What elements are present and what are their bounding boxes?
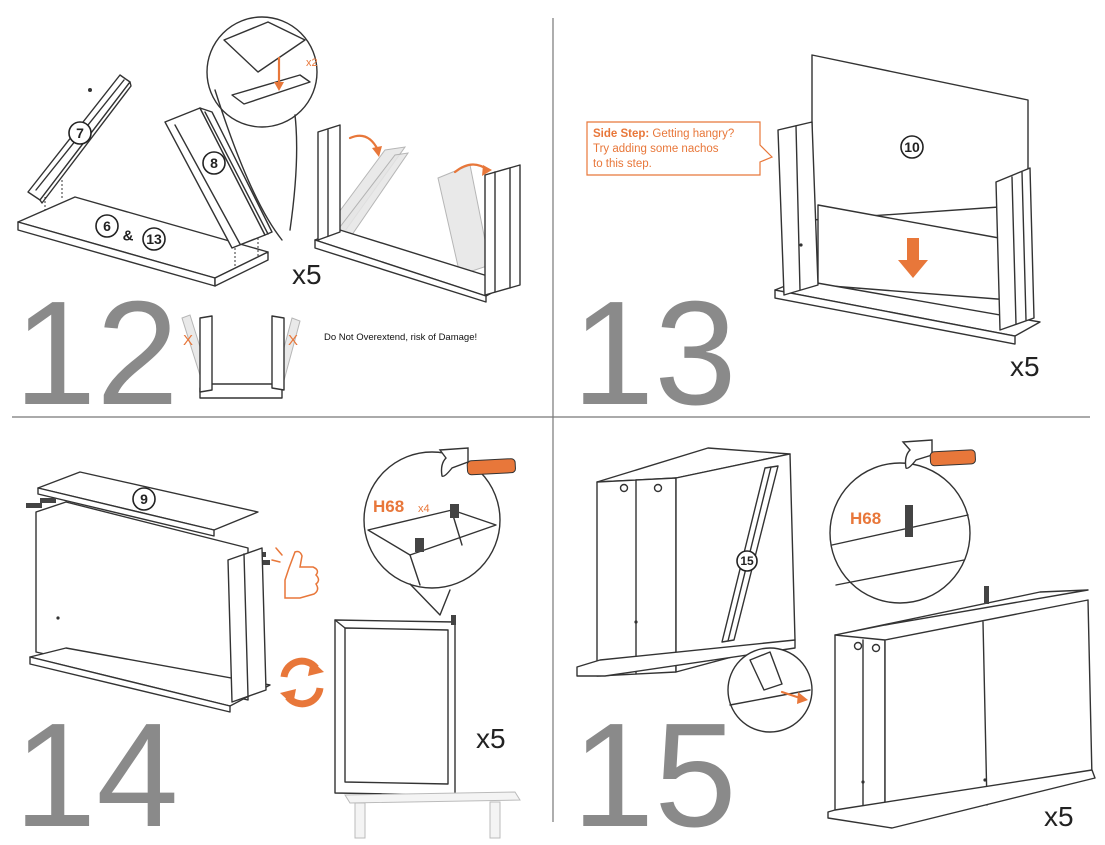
arrow-down-icon [898, 238, 928, 278]
step-number-12: 12 [14, 271, 179, 436]
step-number-14: 14 [14, 693, 179, 845]
warning-x-left: X [183, 332, 193, 349]
step-number-15: 15 [572, 693, 737, 845]
step-number-13: 13 [572, 271, 737, 436]
hammer-icon-15 [901, 439, 976, 470]
step-13-multiplier: x5 [1010, 351, 1040, 382]
part-label-6: 6 [95, 214, 119, 238]
side-step-callout: Side Step: Getting hangry? Try adding so… [586, 121, 774, 176]
part-label-15: 15 [736, 550, 758, 572]
warning-x-right: X [288, 332, 298, 349]
step-13: 10 Side Step: Getting hangry? Try adding… [572, 54, 1041, 436]
hammer-icon [438, 447, 516, 478]
part-label-10: 10 [900, 135, 924, 159]
svg-text:Side Step: Getting hangry?: Side Step: Getting hangry? [593, 128, 734, 140]
svg-text:8: 8 [210, 155, 218, 171]
part-label-7: 7 [68, 121, 92, 145]
parts-joiner: & [123, 228, 134, 245]
step-14: 9 [14, 447, 521, 845]
rotate-icon [280, 657, 324, 708]
svg-text:6: 6 [103, 218, 111, 234]
step-12: x2 7 8 6 & 13 x5 [14, 16, 521, 436]
svg-text:13: 13 [146, 231, 162, 247]
svg-text:15: 15 [740, 554, 754, 568]
hardware-label-h68-15: H68 [850, 509, 881, 528]
part-label-13: 13 [142, 227, 166, 251]
part-label-8: 8 [202, 151, 226, 175]
svg-text:Try adding some nachos: Try adding some nachos [593, 143, 719, 155]
part-label-9: 9 [132, 487, 156, 511]
hardware-multiplier: x4 [418, 503, 430, 515]
step-15-multiplier: x5 [1044, 801, 1074, 832]
hardware-label-h68: H68 [373, 497, 404, 516]
detail-multiplier: x2 [306, 57, 318, 69]
svg-text:7: 7 [76, 125, 84, 141]
step-15: 15 H68 x5 15 [572, 439, 1096, 845]
warning-text: Do Not Overextend, risk of Damage! [324, 332, 477, 343]
svg-text:9: 9 [140, 491, 148, 507]
svg-text:to this step.: to this step. [593, 158, 652, 170]
step-14-multiplier: x5 [476, 723, 506, 754]
thumbs-up-icon [271, 547, 320, 599]
step-12-multiplier: x5 [292, 259, 322, 290]
svg-text:10: 10 [904, 139, 920, 155]
